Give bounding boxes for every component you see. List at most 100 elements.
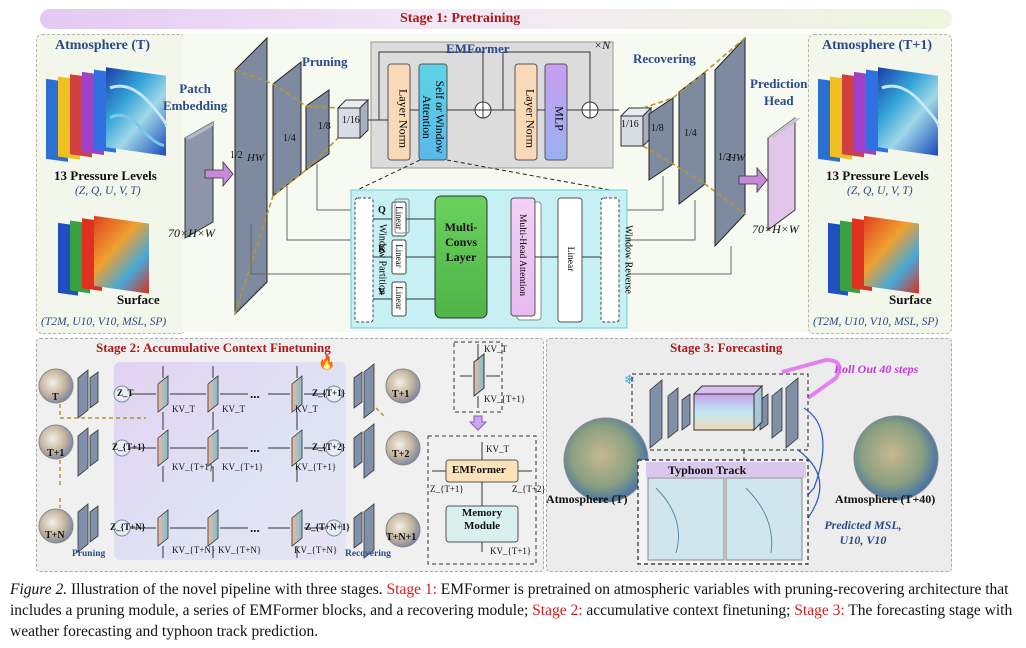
fire-icon: 🔥 — [318, 356, 336, 371]
kv-row1-c: KV_T — [295, 404, 318, 414]
stage1-title-bar — [40, 9, 952, 29]
rollout-label: Roll Out 40 steps — [834, 362, 919, 376]
detail-kv-top: KV_T — [484, 344, 507, 354]
typhoon-track-label: Typhoon Track — [668, 463, 747, 477]
hw-in: HW — [247, 152, 265, 164]
surface-label-in: Surface — [117, 292, 160, 307]
window-partition-label: Window Partition — [376, 224, 388, 295]
detail-emformer: EMFormer — [452, 464, 506, 476]
frac-half-in: 1/2 — [230, 150, 243, 161]
caption-p2: EMFormer is pretrained on atmospheric va… — [10, 581, 1009, 619]
stage2-title: Stage 2: Accumulative Context Finetuning — [96, 340, 331, 355]
pressure-vars-in: (Z, Q, U, V, T) — [75, 185, 141, 197]
pressure-levels-label-out: 13 Pressure Levels — [826, 168, 929, 183]
kv-row3-c: KV_{T+N} — [294, 545, 338, 555]
stage2-diagram — [38, 341, 537, 565]
out-label-tn1: T+N+1 — [386, 532, 417, 543]
memory-module-label: Memory Module — [461, 507, 503, 532]
atmos-t40-label: Atmosphere (T+40) — [835, 492, 936, 506]
atmos-t-label: Atmosphere (T) — [546, 492, 628, 506]
surface-maps-in — [58, 215, 149, 296]
caption-label: Figure 2. — [10, 581, 68, 598]
patch-embedding-label: Patch Embedding — [163, 81, 228, 113]
row-label-t: T — [52, 392, 59, 403]
out-label-t2: T+2 — [392, 449, 410, 460]
pressure-levels-label-in: 13 Pressure Levels — [54, 168, 157, 183]
ellipsis-2: ... — [250, 440, 260, 455]
multi-convs-label: Multi-Convs Layer — [444, 220, 478, 264]
stage3-title: Stage 3: Forecasting — [670, 340, 783, 355]
detail-kv-bottom: KV_{T+1} — [490, 546, 532, 556]
z-out-1: Z_{T+1} — [312, 388, 346, 398]
output-size-label: 70×H×W — [752, 222, 799, 236]
caption-p4: The forecasting stage with weather forec… — [10, 602, 1013, 640]
pressure-level-maps-out — [818, 67, 940, 162]
prediction-head-label: Prediction Head — [750, 76, 808, 108]
atmosphere-in-title: Atmosphere (T) — [55, 38, 151, 53]
k-label: K — [378, 244, 386, 255]
kv-row1-a: KV_T — [172, 404, 195, 414]
atmosphere-out-title: Atmosphere (T+1) — [822, 38, 932, 53]
ellipsis-3: ... — [250, 520, 260, 535]
stage2-recovering-label: Recovering — [345, 549, 391, 559]
pruning-label: Pruning — [302, 54, 348, 69]
pressure-vars-out: (Z, Q, U, V, T) — [847, 185, 913, 197]
emformer-label: EMFormer — [446, 41, 510, 56]
z-out-3: Z_{T+N+1} — [305, 522, 350, 532]
out-label-t1: T+1 — [392, 389, 410, 400]
detail-z-left: Z_{T+1} — [430, 484, 464, 494]
detail-z-right: Z_{T+2} — [512, 484, 546, 494]
stage3-diagram — [563, 357, 939, 565]
linear-out-label: Linear — [565, 246, 575, 272]
caption-stage2: Stage 2: — [532, 602, 583, 619]
snowflake-icon: ❄ — [624, 372, 635, 387]
detail-kv-mid: KV_{T+1} — [484, 394, 526, 404]
q-label: Q — [378, 205, 386, 216]
caption-stage1: Stage 1: — [386, 581, 437, 598]
architecture-diagram — [184, 36, 801, 329]
linear-v-label: Linear — [394, 286, 404, 310]
kv-row2-b: KV_{T+1} — [222, 462, 264, 472]
caption-p3: accumulative context finetuning; — [582, 602, 795, 619]
stage1-title: Stage 1: Pretraining — [400, 11, 521, 26]
surface-maps-out — [828, 215, 919, 296]
kv-row2-c: KV_{T+1} — [295, 462, 337, 472]
figure-caption: Figure 2. Illustration of the novel pipe… — [10, 579, 1020, 642]
linear-q-label: Linear — [394, 206, 404, 230]
surface-vars-in: (T2M, U10, V10, MSL, SP) — [41, 316, 167, 328]
pressure-level-maps-in — [46, 67, 168, 162]
input-size-label: 70×H×W — [168, 226, 215, 240]
ellipsis-1: ... — [250, 386, 260, 401]
layer-norm-2-label: Layer Norm — [523, 89, 538, 148]
z-in-1: Z_T — [117, 388, 134, 398]
kv-row3-a: KV_{T+N} — [172, 545, 216, 555]
caption-p1: Illustration of the novel pipeline with … — [67, 581, 387, 598]
layer-norm-1-label: Layer Norm — [396, 89, 411, 148]
detail-kv-in: KV_T — [486, 444, 509, 454]
linear-k-label: Linear — [394, 244, 404, 268]
frac-quarter-in: 1/4 — [283, 133, 296, 144]
recovering-label: Recovering — [633, 51, 696, 66]
z-in-3: Z_{T+N} — [110, 522, 146, 532]
surface-vars-out: (T2M, U10, V10, MSL, SP) — [813, 316, 939, 328]
frac-half-out: 1/2 — [718, 152, 731, 163]
surface-label-out: Surface — [889, 292, 932, 307]
caption-stage3: Stage 3: — [794, 602, 845, 619]
frac-quarter-out: 1/4 — [684, 128, 697, 139]
mha-label: Multi-Head Attention — [517, 213, 527, 297]
kv-row2-a: KV_{T+1} — [172, 462, 214, 472]
stage2-context-area — [114, 362, 346, 560]
z-in-2: Z_{T+1} — [112, 442, 146, 452]
row-label-tn: T+N — [45, 530, 65, 541]
row-label-t1: T+1 — [47, 448, 65, 459]
predicted-label: Predicted MSL, U10, V10 — [824, 518, 902, 547]
frac-eighth-in: 1/8 — [318, 121, 331, 132]
window-reverse-label: Window Reverse — [622, 225, 634, 294]
hw-out: HW — [728, 152, 746, 164]
times-n-label: ×N — [594, 38, 611, 52]
v-label: V — [378, 287, 386, 298]
frac-sixteenth-out: 1/16 — [621, 119, 639, 130]
stage2-pruning-label: Pruning — [72, 549, 106, 559]
z-out-2: Z_{T+2} — [312, 442, 346, 452]
frac-eighth-out: 1/8 — [651, 123, 664, 134]
